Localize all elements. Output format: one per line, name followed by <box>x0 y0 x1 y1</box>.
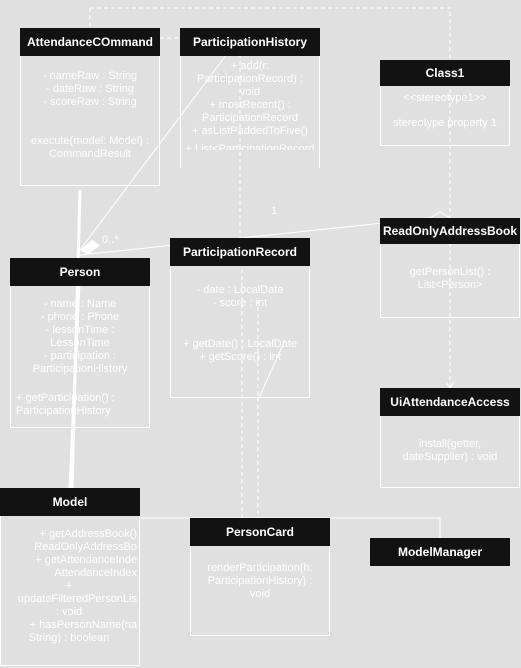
class-attendance-command-attributes: - nameRaw : String - dateRaw : String - … <box>42 70 138 108</box>
class-participation-history-title: ParticipationHistory <box>180 28 320 56</box>
class-attendance-command-title: AttendanceCOmmand <box>20 28 160 56</box>
class-read-only-address-book[interactable]: ReadOnlyAddressBook getPersonList() : Li… <box>380 218 520 318</box>
multiplicity-person-book: 0..* <box>102 234 119 246</box>
class-participation-history[interactable]: ParticipationHistory + add(r: Participat… <box>180 28 320 168</box>
person-history-aggregation <box>79 29 246 251</box>
class-model-manager[interactable]: ModelManager <box>370 538 510 566</box>
class-person[interactable]: Person - name : Name - phone : Phone - l… <box>10 258 150 428</box>
class-class1-title: Class1 <box>380 60 510 86</box>
command-model-link <box>70 189 82 491</box>
class-read-only-address-book-title: ReadOnlyAddressBook <box>380 218 520 244</box>
class-person-methods: + getParticipation() : ParticipationHist… <box>16 392 115 417</box>
class-ui-attendance-access-body: install(getter, dateSupplier) : void <box>380 416 520 488</box>
class-participation-record-body: - date : LocalDate - score : int + getDa… <box>170 266 310 398</box>
class-model-manager-title: ModelManager <box>370 538 510 566</box>
class-participation-history-body: + add(r: ParticipationRecord) : void + m… <box>180 56 320 168</box>
class-participation-record[interactable]: ParticipationRecord - date : LocalDate -… <box>170 238 310 398</box>
dashed-dependency-frame <box>90 7 451 388</box>
class-model-title: Model <box>0 488 140 516</box>
class-person-card-methods: renderParticipation(h: ParticipationHist… <box>207 562 313 600</box>
class-ui-attendance-access-methods: install(getter, dateSupplier) : void <box>402 438 498 463</box>
class-person-body: - name : Name - phone : Phone - lessonTi… <box>10 286 150 428</box>
class-person-attributes: - name : Name - phone : Phone - lessonTi… <box>32 298 128 375</box>
class-model-body: + getAddressBook() ReadOnlyAddressBo + g… <box>0 516 140 666</box>
card-record-arrow <box>257 339 286 401</box>
class-participation-record-methods: + getDate() : LocalDate + getScore() : i… <box>182 338 298 363</box>
class-attendance-command[interactable]: AttendanceCOmmand - nameRaw : String - d… <box>20 28 160 186</box>
class-model[interactable]: Model + getAddressBook() ReadOnlyAddress… <box>0 488 140 666</box>
class-class1-body: <<stereotype1>> stereotype property 1 <box>380 86 510 146</box>
class-class1-property: stereotype property 1 <box>393 117 497 129</box>
class-person-card[interactable]: PersonCard renderParticipation(h: Partic… <box>190 518 330 636</box>
class-attendance-command-body: - nameRaw : String - dateRaw : String - … <box>20 56 160 186</box>
class-class1[interactable]: Class1 <<stereotype1>> stereotype proper… <box>380 60 510 146</box>
class-ui-attendance-access[interactable]: UiAttendanceAccess install(getter, dateS… <box>380 388 520 488</box>
class-ui-attendance-access-title: UiAttendanceAccess <box>380 388 520 416</box>
person-diamond <box>80 240 100 255</box>
class-read-only-address-book-body: getPersonList() : List<Person> <box>380 244 520 318</box>
class-participation-record-attributes: - date : LocalDate - score : int <box>196 284 284 309</box>
class-read-only-address-book-methods: getPersonList() : List<Person> <box>409 266 491 291</box>
class-participation-history-methods: + add(r: ParticipationRecord) : void + m… <box>185 60 315 150</box>
class-participation-record-title: ParticipationRecord <box>170 238 310 266</box>
class-person-title: Person <box>10 258 150 286</box>
class-model-methods: + getAddressBook() ReadOnlyAddressBo + g… <box>17 528 137 644</box>
multiplicity-history-record: 1 <box>271 205 278 217</box>
person-book-association <box>79 217 431 256</box>
class-attendance-command-methods: execute(model: Model) : CommandResult <box>31 135 149 160</box>
class-person-card-body: renderParticipation(h: ParticipationHist… <box>190 546 330 636</box>
class-class1-stereotype: <<stereotype1>> <box>403 92 487 104</box>
class-person-card-title: PersonCard <box>190 518 330 546</box>
